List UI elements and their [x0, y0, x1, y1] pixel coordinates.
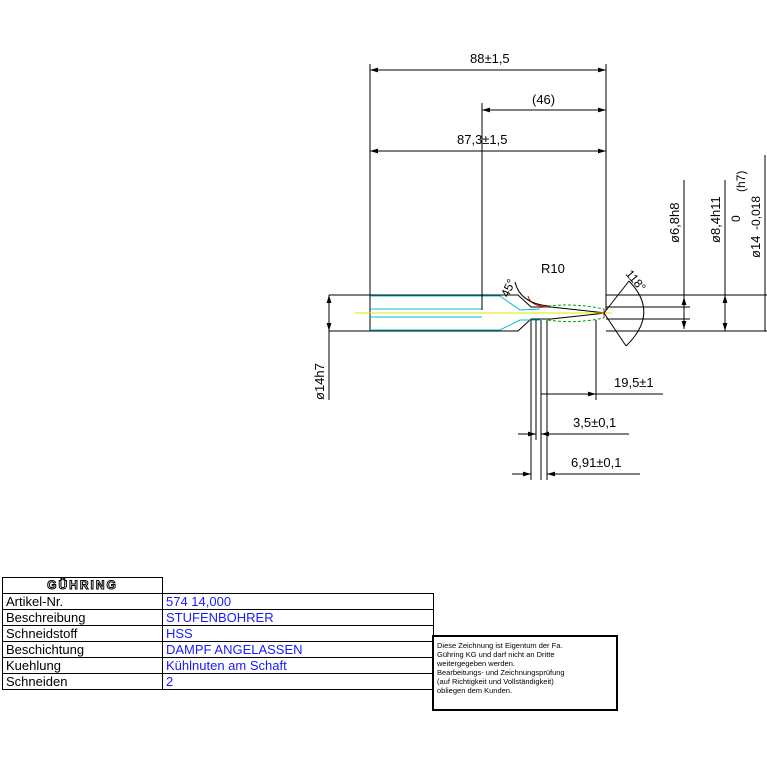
company-logo: GÜHRING [2, 577, 163, 594]
dim-diameter-shank-left: ø14h7 [312, 363, 327, 400]
value-article-number: 574 14,000 [162, 593, 434, 610]
dimension-labels: 88±1,5 (46) 87,3±1,5 R10 45° 118° ø6,8h8… [312, 51, 763, 470]
value-description: STUFENBOHRER [162, 609, 434, 626]
title-block: GÜHRING Artikel-Nr. 574 14,000 Beschreib… [2, 577, 434, 690]
label-cutting-edges: Schneiden [2, 673, 163, 690]
notice-line: Bearbeitungs- und Zeichnungsprüfung [437, 668, 565, 677]
notice-line: (auf Richtigkeit und Vollständigkeit) [437, 677, 554, 686]
dim-overall-length: 88±1,5 [470, 51, 510, 66]
ownership-notice: Diese Zeichnung ist Eigentum der Fa. Güh… [432, 635, 618, 711]
table-row: Kuehlung Kühlnuten am Schaft [2, 657, 434, 674]
table-row: Schneidstoff HSS [2, 625, 434, 642]
value-cutting-edges: 2 [162, 673, 434, 690]
notice-line: Diese Zeichnung ist Eigentum der Fa. [437, 641, 563, 650]
notice-line: weitergegeben werden. [437, 659, 515, 668]
dim-chamfer-angle: 45° [498, 277, 518, 300]
dim-diameter-step2: ø8,4h11 [708, 196, 723, 243]
dim-step-length: 19,5±1 [614, 375, 654, 390]
title-block-spacer [162, 577, 434, 594]
dim-point-angle: 118° [623, 267, 649, 294]
value-coating: DAMPF ANGELASSEN [162, 641, 434, 658]
dim-step-small: 3,5±0,1 [573, 415, 616, 430]
drill-body [328, 280, 645, 347]
label-cooling: Kuehlung [2, 657, 163, 674]
notice-line: obliegen dem Kunden. [437, 686, 513, 695]
dim-shank-tol-lower: -0,018 [749, 196, 763, 230]
dim-ref-length: (46) [532, 92, 555, 107]
dim-shank-fit: (h7) [734, 171, 748, 192]
table-row: Artikel-Nr. 574 14,000 [2, 593, 434, 610]
table-row: Schneiden 2 [2, 673, 434, 690]
label-article-number: Artikel-Nr. [2, 593, 163, 610]
dim-step-small2: 6,91±0,1 [571, 455, 622, 470]
table-row: Beschichtung DAMPF ANGELASSEN [2, 641, 434, 658]
dim-shank-length: 87,3±1,5 [457, 132, 508, 147]
dim-radius: R10 [541, 261, 565, 276]
label-description: Beschreibung [2, 609, 163, 626]
label-cutting-material: Schneidstoff [2, 625, 163, 642]
dim-diameter-step1: ø6,8h8 [667, 203, 682, 243]
value-cooling: Kühlnuten am Schaft [162, 657, 434, 674]
dimension-lines [326, 64, 767, 480]
dim-diameter-shank: ø14 [748, 236, 763, 258]
notice-line: Gühring KG und darf nicht an Dritte [437, 650, 555, 659]
dim-shank-tol-upper: 0 [729, 215, 743, 222]
label-coating: Beschichtung [2, 641, 163, 658]
table-row: Beschreibung STUFENBOHRER [2, 609, 434, 626]
value-cutting-material: HSS [162, 625, 434, 642]
